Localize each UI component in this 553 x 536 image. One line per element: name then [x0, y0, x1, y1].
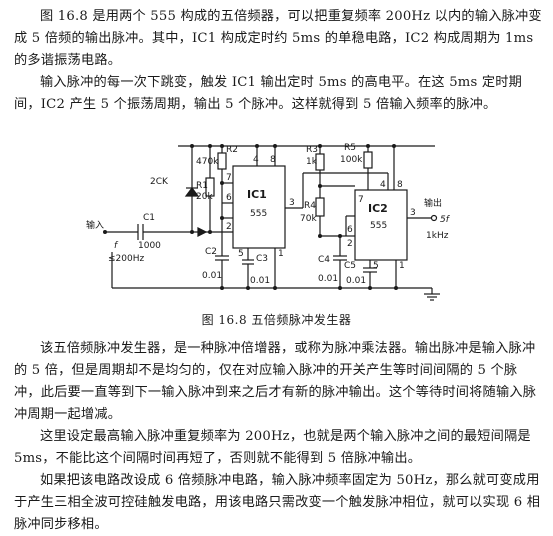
paragraph-intro: 图 16.8 是用两个 555 构成的五倍频器，可以把重复频率 200Hz 以内… — [14, 9, 542, 68]
ic1-pin3: 3 — [289, 198, 295, 208]
c4-label: C4 — [318, 255, 330, 265]
c4-value: 0.01 — [318, 274, 338, 284]
c1-value: 1000 — [138, 241, 161, 251]
diode-label: 2CK — [150, 177, 169, 187]
c3-value: 0.01 — [250, 276, 270, 286]
c3-label: C3 — [256, 254, 268, 264]
input-frequency-max: ≤200Hz — [108, 254, 144, 264]
ic2-pin2: 2 — [347, 239, 353, 249]
ic2-pin1: 1 — [399, 261, 405, 271]
c2-label: C2 — [205, 247, 217, 257]
ic2-pin6: 6 — [347, 225, 353, 235]
input-label: 输入 — [86, 219, 104, 231]
ic2-type: 555 — [370, 221, 387, 231]
output-frequency: 5f — [440, 215, 451, 225]
output-frequency-value: 1kHz — [426, 231, 449, 241]
r4-label: R4 — [304, 201, 316, 211]
circuit-diagram: 2CK 输入 C1 1000 f ≤200Hz R2 470k R1 20k I… — [86, 143, 451, 301]
paragraph-operation: 输入脉冲的每一次下跳变，触发 IC1 输出定时 5ms 的高电平。在这 5ms … — [14, 75, 523, 112]
c1-label: C1 — [143, 213, 155, 223]
ic1-label: IC1 — [247, 188, 267, 201]
ic2-pin7: 7 — [358, 195, 364, 205]
input-frequency: f — [114, 241, 119, 251]
r3-label: R3 — [306, 145, 318, 155]
ic1-pin1: 1 — [278, 249, 284, 259]
ic1-pin6: 6 — [226, 193, 232, 203]
paragraph-limit: 这里设定最高输入脉冲重复频率为 200Hz，也就是两个输入脉冲之间的最短间隔是 … — [14, 429, 531, 466]
r5-value: 100k — [340, 155, 363, 165]
figure-caption: 图 16.8 五倍频脉冲发生器 — [201, 313, 352, 327]
ic1-type: 555 — [250, 209, 267, 219]
paragraph-description: 该五倍频脉冲发生器，是一种脉冲倍增器，或称为脉冲乘法器。输出脉冲是输入脉冲的 5… — [14, 341, 537, 422]
ic2-pin4: 4 — [380, 180, 386, 190]
ic1-pin2: 2 — [226, 222, 232, 232]
r4-value: 70k — [300, 214, 317, 224]
ic2-pin3: 3 — [410, 208, 416, 218]
ic1-pin7: 7 — [226, 173, 232, 183]
c5-value: 0.01 — [346, 276, 366, 286]
output-label: 输出 — [424, 197, 442, 209]
ic2-pin8: 8 — [397, 180, 403, 190]
ic1-pin8: 8 — [270, 155, 276, 165]
ic1-pin4: 4 — [253, 155, 259, 165]
r2-label: R2 — [226, 145, 238, 155]
ic2-pin5: 5 — [373, 261, 379, 271]
c5-label: C5 — [344, 261, 356, 271]
paragraph-variant: 如果把该电路改设成 6 倍频脉冲电路，输入脉冲频率固定为 50Hz，那么就可变成… — [14, 473, 541, 532]
r3-value: 1k — [306, 157, 318, 167]
r5-label: R5 — [344, 143, 356, 153]
c2-value: 0.01 — [202, 271, 222, 281]
r1-label: R1 — [196, 181, 208, 191]
r1-value: 20k — [196, 192, 213, 202]
ic1-pin5: 5 — [238, 249, 244, 259]
r2-value: 470k — [196, 157, 219, 167]
ic2-label: IC2 — [368, 202, 388, 215]
